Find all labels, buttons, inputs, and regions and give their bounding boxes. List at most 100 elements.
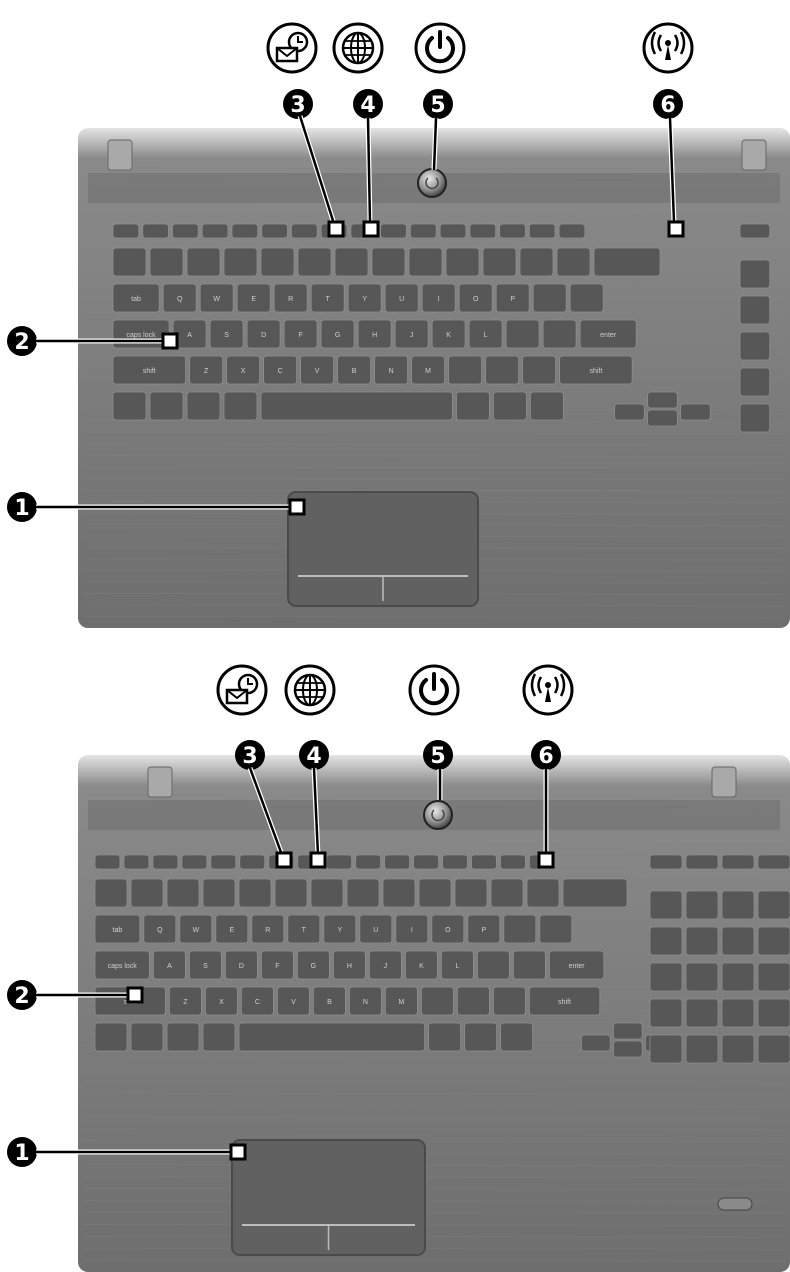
key <box>210 854 237 870</box>
key <box>647 391 678 409</box>
key-label: shift <box>558 999 571 1006</box>
key <box>649 854 683 870</box>
callout-marker <box>537 851 555 869</box>
callout-number: 4 <box>306 744 321 769</box>
key <box>409 223 437 239</box>
key-label: T <box>326 296 331 303</box>
key-label: M <box>398 999 404 1006</box>
key: shift <box>112 355 186 385</box>
key: caps lock <box>112 319 170 349</box>
key <box>593 247 661 277</box>
key <box>503 914 537 944</box>
key <box>202 878 236 908</box>
key <box>476 950 510 980</box>
key: enter <box>549 950 605 980</box>
key: H <box>357 319 392 349</box>
key <box>291 223 318 239</box>
key <box>186 391 221 421</box>
key: T <box>310 283 345 313</box>
key <box>455 391 490 421</box>
key: J <box>368 950 402 980</box>
key <box>445 247 480 277</box>
key: C <box>240 986 274 1016</box>
key <box>130 878 164 908</box>
callout-number: 5 <box>430 744 445 769</box>
key: X <box>204 986 238 1016</box>
key-label: W <box>192 927 199 934</box>
key <box>649 926 683 956</box>
key: N <box>374 355 409 385</box>
callout-number: 2 <box>14 330 29 355</box>
key <box>152 854 179 870</box>
leader-line <box>312 767 320 856</box>
key <box>166 1022 200 1052</box>
key: P <box>467 914 501 944</box>
brushed-texture <box>82 1092 786 1095</box>
brushed-texture <box>82 455 786 457</box>
brushed-texture <box>82 443 786 446</box>
key <box>492 986 526 1016</box>
leader-line <box>432 117 438 171</box>
key <box>558 223 586 239</box>
brushed-texture <box>82 478 786 480</box>
key-label: caps lock <box>126 332 156 339</box>
key <box>130 1022 164 1052</box>
key-label: F <box>298 332 302 339</box>
key <box>581 1034 611 1052</box>
key: T <box>287 914 321 944</box>
key <box>464 1022 498 1052</box>
key <box>326 854 353 870</box>
key: U <box>384 283 419 313</box>
key <box>739 223 771 239</box>
key <box>149 391 184 421</box>
key <box>420 986 454 1016</box>
key-label: D <box>261 332 266 339</box>
key: enter <box>579 319 637 349</box>
key <box>757 998 790 1028</box>
key: K <box>404 950 438 980</box>
key <box>408 247 443 277</box>
key <box>528 223 556 239</box>
callout-5: 5 <box>423 89 453 119</box>
key-label: S <box>203 963 208 970</box>
key-label: E <box>229 927 234 934</box>
callout-number: 6 <box>660 93 675 118</box>
key <box>757 926 790 956</box>
key <box>469 223 497 239</box>
key: H <box>332 950 366 980</box>
hinge-left <box>147 766 173 798</box>
key <box>149 247 184 277</box>
key: V <box>300 355 335 385</box>
key <box>418 878 452 908</box>
key: Y <box>347 283 382 313</box>
brushed-texture <box>82 1200 786 1202</box>
key <box>556 247 591 277</box>
key <box>539 914 573 944</box>
key <box>685 962 719 992</box>
key <box>202 1022 236 1052</box>
power-button <box>417 168 447 198</box>
key-label: N <box>389 368 394 375</box>
hinge-left <box>107 139 133 171</box>
key-label: caps lock <box>108 963 138 970</box>
key-label: L <box>455 963 459 970</box>
brushed-texture <box>82 1116 786 1119</box>
key <box>123 854 150 870</box>
leader-line <box>366 117 372 223</box>
key-label: V <box>291 999 296 1006</box>
callout-number: 1 <box>14 496 29 521</box>
key-label: B <box>327 999 332 1006</box>
brushed-texture <box>82 1224 786 1226</box>
callout-6: 6 <box>531 740 561 770</box>
key <box>201 223 229 239</box>
power-icon <box>414 22 466 74</box>
key-label: enter <box>569 963 586 970</box>
key <box>647 409 678 427</box>
brushed-texture <box>82 317 786 319</box>
key <box>500 1022 534 1052</box>
callout-number: 3 <box>290 93 305 118</box>
key-label: D <box>239 963 244 970</box>
key <box>231 223 259 239</box>
email-icon <box>266 22 318 74</box>
key: O <box>458 283 493 313</box>
